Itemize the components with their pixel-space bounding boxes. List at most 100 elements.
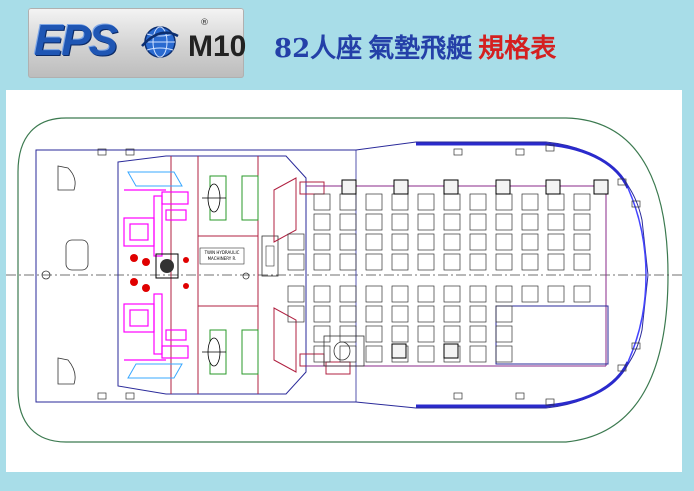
duct-top xyxy=(127,171,183,187)
seat xyxy=(391,305,409,323)
deck-fitting xyxy=(453,392,463,400)
seat xyxy=(443,253,461,271)
entrance-bottom xyxy=(273,307,297,373)
deck-fitting xyxy=(631,342,641,350)
crew-seat xyxy=(393,179,409,195)
galley xyxy=(261,235,279,277)
seat xyxy=(495,305,513,323)
seat xyxy=(365,193,383,211)
deck-fitting xyxy=(617,364,627,372)
stern-fender-bottom xyxy=(57,165,76,191)
engine-bottom xyxy=(123,293,189,361)
seat xyxy=(365,345,383,363)
starboard-band xyxy=(416,142,630,189)
lavatory xyxy=(323,335,365,367)
seat xyxy=(417,345,435,363)
seat xyxy=(495,233,513,251)
title-seats: 82人座 xyxy=(274,34,363,64)
seat xyxy=(469,305,487,323)
seat xyxy=(339,325,357,343)
seat xyxy=(313,193,331,211)
seat xyxy=(469,285,487,303)
seat xyxy=(573,285,591,303)
seat xyxy=(547,253,565,271)
seat xyxy=(391,325,409,343)
deck-fitting xyxy=(545,398,555,406)
globe-icon xyxy=(141,26,179,58)
seat xyxy=(521,285,539,303)
entrance-top xyxy=(273,177,297,243)
duct-bottom xyxy=(127,363,183,379)
seat xyxy=(443,305,461,323)
seat xyxy=(287,305,305,323)
seat xyxy=(573,253,591,271)
seat xyxy=(417,193,435,211)
seat xyxy=(495,285,513,303)
bow-compartment xyxy=(495,305,609,365)
entry-step-bottom-2 xyxy=(325,361,351,375)
seat xyxy=(469,233,487,251)
machinery-label-2: MACHINERY R. xyxy=(208,256,237,261)
seat xyxy=(547,213,565,231)
seat xyxy=(313,345,331,363)
gearbox-top-right xyxy=(241,175,259,221)
rail-marks xyxy=(97,144,641,406)
deck-fitting xyxy=(631,200,641,208)
seat xyxy=(339,233,357,251)
deck-fitting xyxy=(97,148,107,156)
entry-step-bottom xyxy=(299,353,325,367)
seat xyxy=(339,193,357,211)
seat xyxy=(443,193,461,211)
seat xyxy=(443,285,461,303)
seat xyxy=(313,213,331,231)
seat xyxy=(443,325,461,343)
seat xyxy=(391,193,409,211)
deck-plan-drawing: TWIN HYDRAULIC MACHINERY R. xyxy=(6,117,682,443)
seat xyxy=(313,285,331,303)
engine-room-bulkhead xyxy=(170,156,199,394)
engine-top xyxy=(123,189,189,257)
model-name: M10 xyxy=(188,30,247,63)
seat xyxy=(417,285,435,303)
page-title: 82人座氣墊飛艇規格表 xyxy=(274,28,556,65)
seat xyxy=(417,253,435,271)
seat xyxy=(495,253,513,271)
cabin-interior xyxy=(306,185,607,367)
seat xyxy=(521,233,539,251)
seat xyxy=(339,285,357,303)
entry-step-top xyxy=(299,181,325,195)
seat xyxy=(495,193,513,211)
seat xyxy=(469,345,487,363)
eps-logo: EPS ® M10 xyxy=(28,8,247,78)
seat xyxy=(443,213,461,231)
seat xyxy=(365,305,383,323)
seat xyxy=(313,233,331,251)
seat xyxy=(521,193,539,211)
seat xyxy=(573,213,591,231)
seat xyxy=(417,213,435,231)
crew-seat xyxy=(593,179,609,195)
deck-fitting xyxy=(453,148,463,156)
seat xyxy=(495,213,513,231)
crew-seat xyxy=(495,179,511,195)
galley-counter xyxy=(265,245,275,267)
seat xyxy=(417,305,435,323)
crew-seat xyxy=(341,179,357,195)
seat xyxy=(287,253,305,271)
seat xyxy=(339,213,357,231)
seat xyxy=(365,253,383,271)
port-band xyxy=(416,361,630,408)
propeller-top xyxy=(202,183,226,213)
deck-fitting xyxy=(515,392,525,400)
crew-seat xyxy=(545,179,561,195)
seat xyxy=(417,233,435,251)
seat xyxy=(391,285,409,303)
seat xyxy=(495,345,513,363)
seat xyxy=(391,233,409,251)
galley-fixture xyxy=(242,272,250,280)
deck-fitting xyxy=(125,148,135,156)
logo-eps-text: EPS xyxy=(34,16,118,65)
seat xyxy=(391,213,409,231)
crew-seats xyxy=(341,179,609,359)
seat xyxy=(469,193,487,211)
